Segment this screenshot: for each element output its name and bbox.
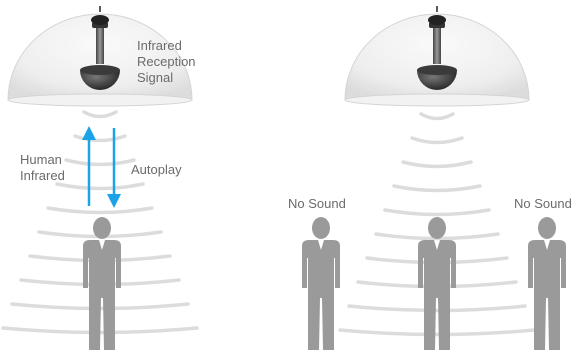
- sound-wave-arc: [412, 138, 462, 143]
- sound-wave-arc: [349, 306, 525, 311]
- sound-wave-arc: [385, 210, 489, 215]
- sound-wave-arc: [48, 208, 152, 213]
- right-speaker-dome: [345, 6, 529, 106]
- label-line: Infrared: [20, 168, 65, 184]
- person-body: [302, 240, 340, 350]
- label-line: Signal: [137, 70, 196, 86]
- label-line: Human: [20, 152, 65, 168]
- person-body: [528, 240, 566, 350]
- label-line: Reception: [137, 54, 196, 70]
- no-sound-right-label: No Sound: [514, 196, 572, 212]
- person-head: [93, 217, 111, 239]
- person-head: [428, 217, 446, 239]
- sound-wave-arc: [84, 112, 116, 117]
- infrared-reception-signal-label: Infrared Reception Signal: [137, 38, 196, 86]
- sound-wave-arc: [403, 162, 471, 167]
- autoplay-label: Autoplay: [131, 162, 182, 178]
- no-sound-left-label: No Sound: [288, 196, 346, 212]
- sound-wave-arc: [340, 330, 534, 335]
- label-line: Infrared: [137, 38, 196, 54]
- person-head: [312, 217, 330, 239]
- person-no-sound-left: [302, 217, 340, 350]
- sound-wave-arc: [394, 186, 480, 191]
- human-infrared-label: Human Infrared: [20, 152, 65, 184]
- person-head: [538, 217, 556, 239]
- sound-wave-arc: [66, 160, 134, 165]
- sound-wave-arc: [57, 184, 143, 189]
- sound-wave-arc: [421, 114, 453, 119]
